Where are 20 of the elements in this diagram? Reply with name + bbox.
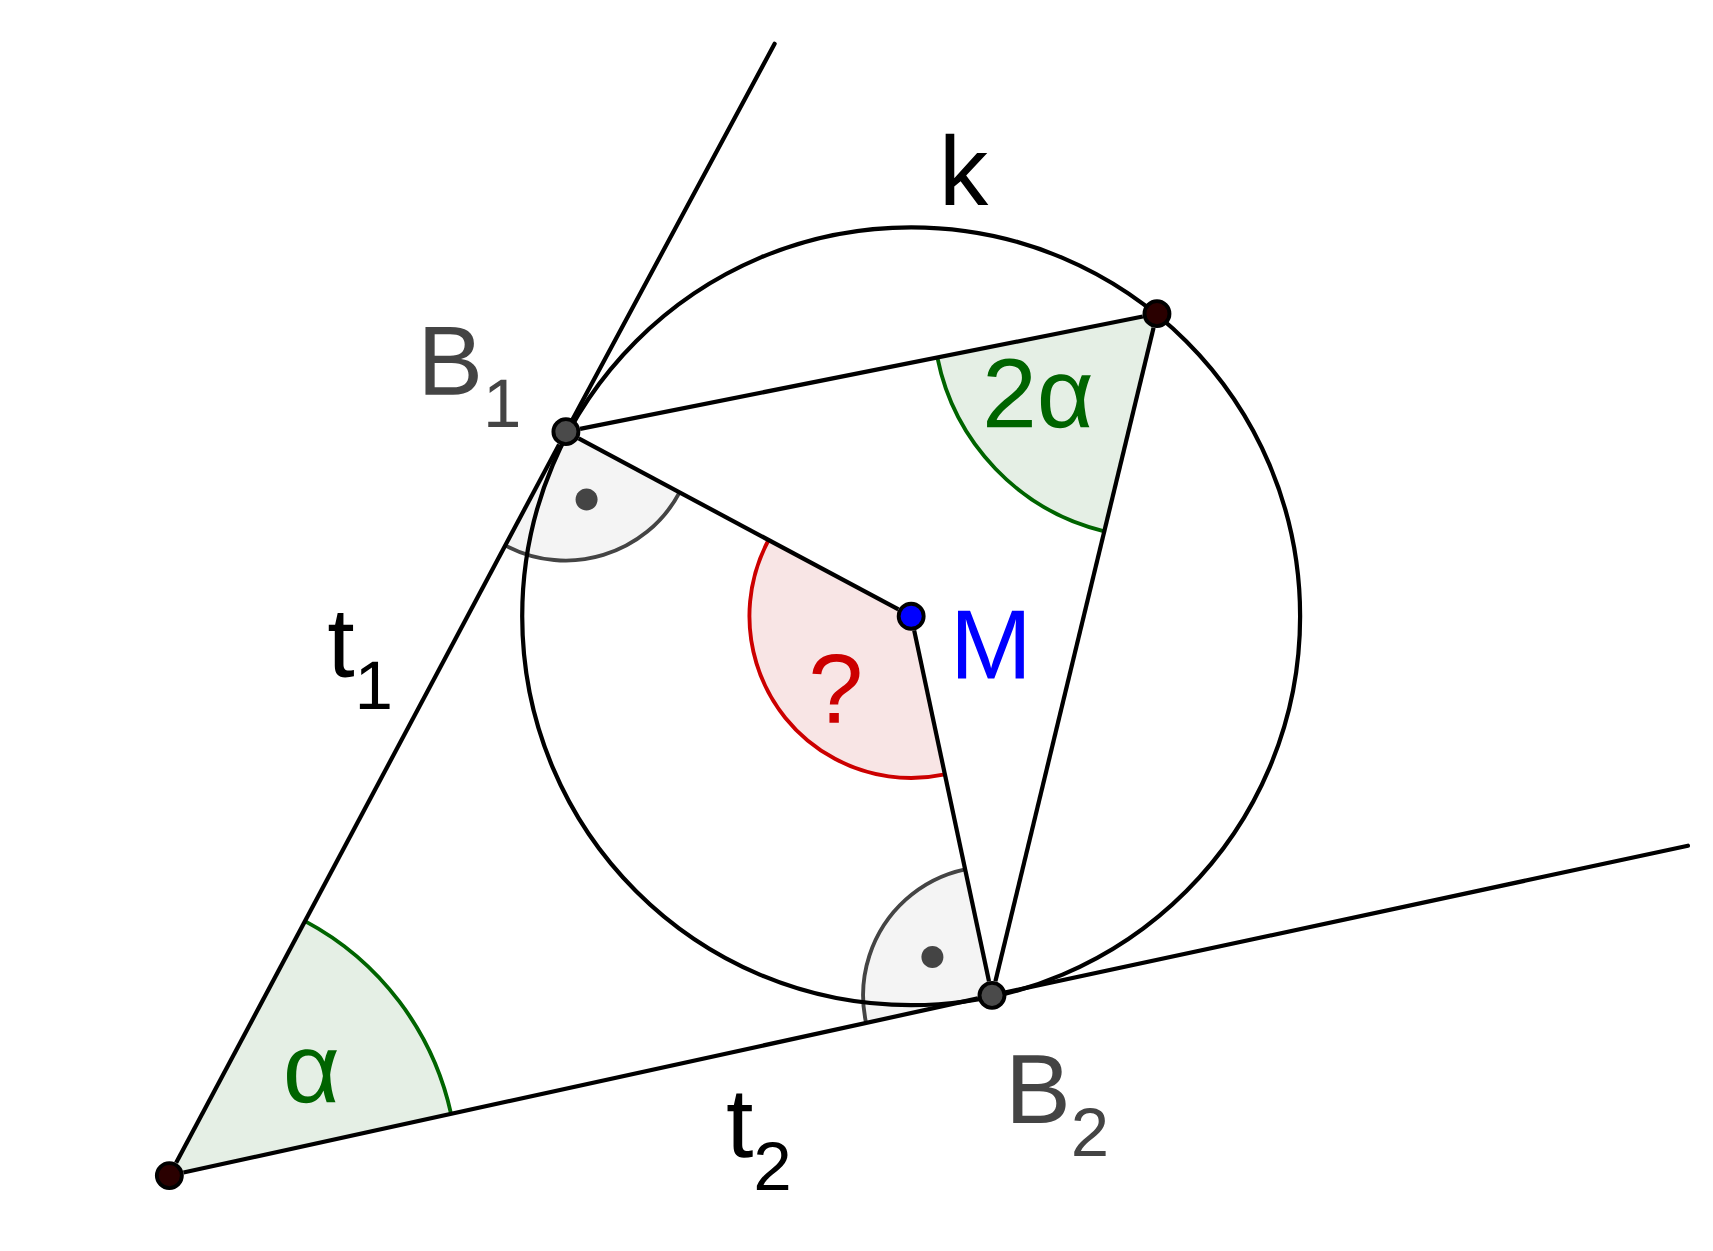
line-segment: [993, 327, 1156, 982]
point-label: M: [958, 610, 1024, 679]
line-segment: [577, 436, 900, 612]
line-segment: [912, 629, 992, 982]
point: [551, 417, 581, 447]
line-segment: [183, 996, 979, 1175]
point: [1142, 299, 1172, 329]
point-label: B$_{2}$: [1013, 1055, 1106, 1157]
math-label: t$_{2}$: [727, 1093, 789, 1191]
math-label: k: [945, 133, 989, 206]
math-label: 2α: [987, 358, 1091, 429]
line-segment: [174, 443, 561, 1164]
point-label: B$_{1}$: [425, 326, 518, 427]
line-segment: [579, 314, 1144, 431]
math-label: α: [287, 1049, 337, 1104]
point: [154, 1161, 184, 1191]
point: [977, 980, 1007, 1010]
math-label: ?: [812, 654, 860, 723]
math-label: t$_{1}$: [328, 613, 390, 709]
point: [896, 601, 926, 631]
